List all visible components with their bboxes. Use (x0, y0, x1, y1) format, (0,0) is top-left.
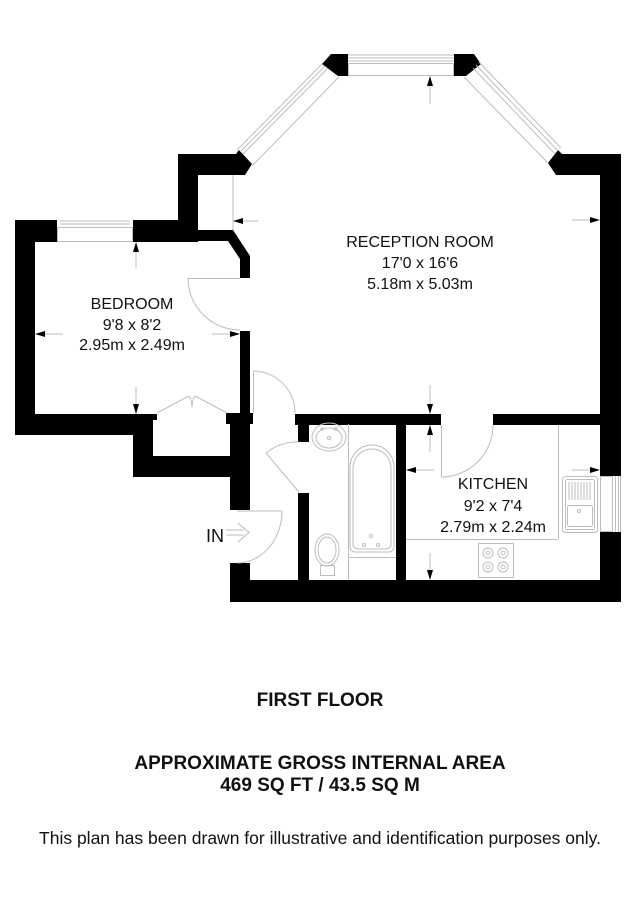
room-size-imperial: 17'0 x 16'6 (381, 255, 459, 272)
window-bay-left (236, 63, 340, 167)
door-hall-to-reception (252, 370, 296, 414)
door-entrance (236, 510, 283, 564)
basin-icon (311, 422, 347, 452)
floor-title: FIRST FLOOR (256, 690, 384, 711)
room-label-kitchen: KITCHEN 9'2 x 7'4 2.79m x 2.24m (440, 474, 546, 539)
dimension-arrows (35, 76, 600, 580)
entrance-arrow-icon (226, 522, 250, 543)
window-kitchen (600, 476, 621, 532)
door-bedroom (187, 277, 241, 331)
area-value: 469 SQ FT / 43.5 SQ M (220, 775, 420, 796)
sink-icon (562, 476, 598, 533)
room-size-imperial: 9'8 x 8'2 (102, 316, 162, 334)
room-size-metric: 2.95m x 2.49m (79, 337, 185, 354)
room-size-metric: 2.79m x 2.24m (440, 519, 546, 536)
door-wardrobe-bifold (156, 395, 228, 414)
room-name: KITCHEN (457, 476, 529, 493)
window-bay-front (348, 54, 454, 76)
door-kitchen (440, 424, 494, 478)
room-name: BEDROOM (90, 296, 174, 313)
hob-icon (478, 543, 514, 578)
room-label-reception: RECEPTION ROOM 17'0 x 16'6 5.18m x 5.03m (346, 232, 494, 295)
window-bedroom (57, 220, 133, 242)
toilet-icon (314, 533, 340, 576)
door-bathroom (265, 441, 300, 493)
kitchen-worktop (406, 425, 559, 540)
disclaimer: This plan has been drawn for illustrativ… (39, 828, 601, 848)
area-title: APPROXIMATE GROSS INTERNAL AREA (134, 753, 506, 774)
room-label-bedroom: BEDROOM 9'8 x 8'2 2.95m x 2.49m (79, 295, 185, 357)
window-bay-right (463, 61, 562, 164)
room-name: RECEPTION ROOM (346, 234, 494, 251)
room-size-metric: 5.18m x 5.03m (367, 276, 473, 293)
room-size-imperial: 9'2 x 7'4 (463, 497, 523, 515)
bath-icon (348, 424, 396, 580)
entrance-label: IN (206, 526, 224, 546)
